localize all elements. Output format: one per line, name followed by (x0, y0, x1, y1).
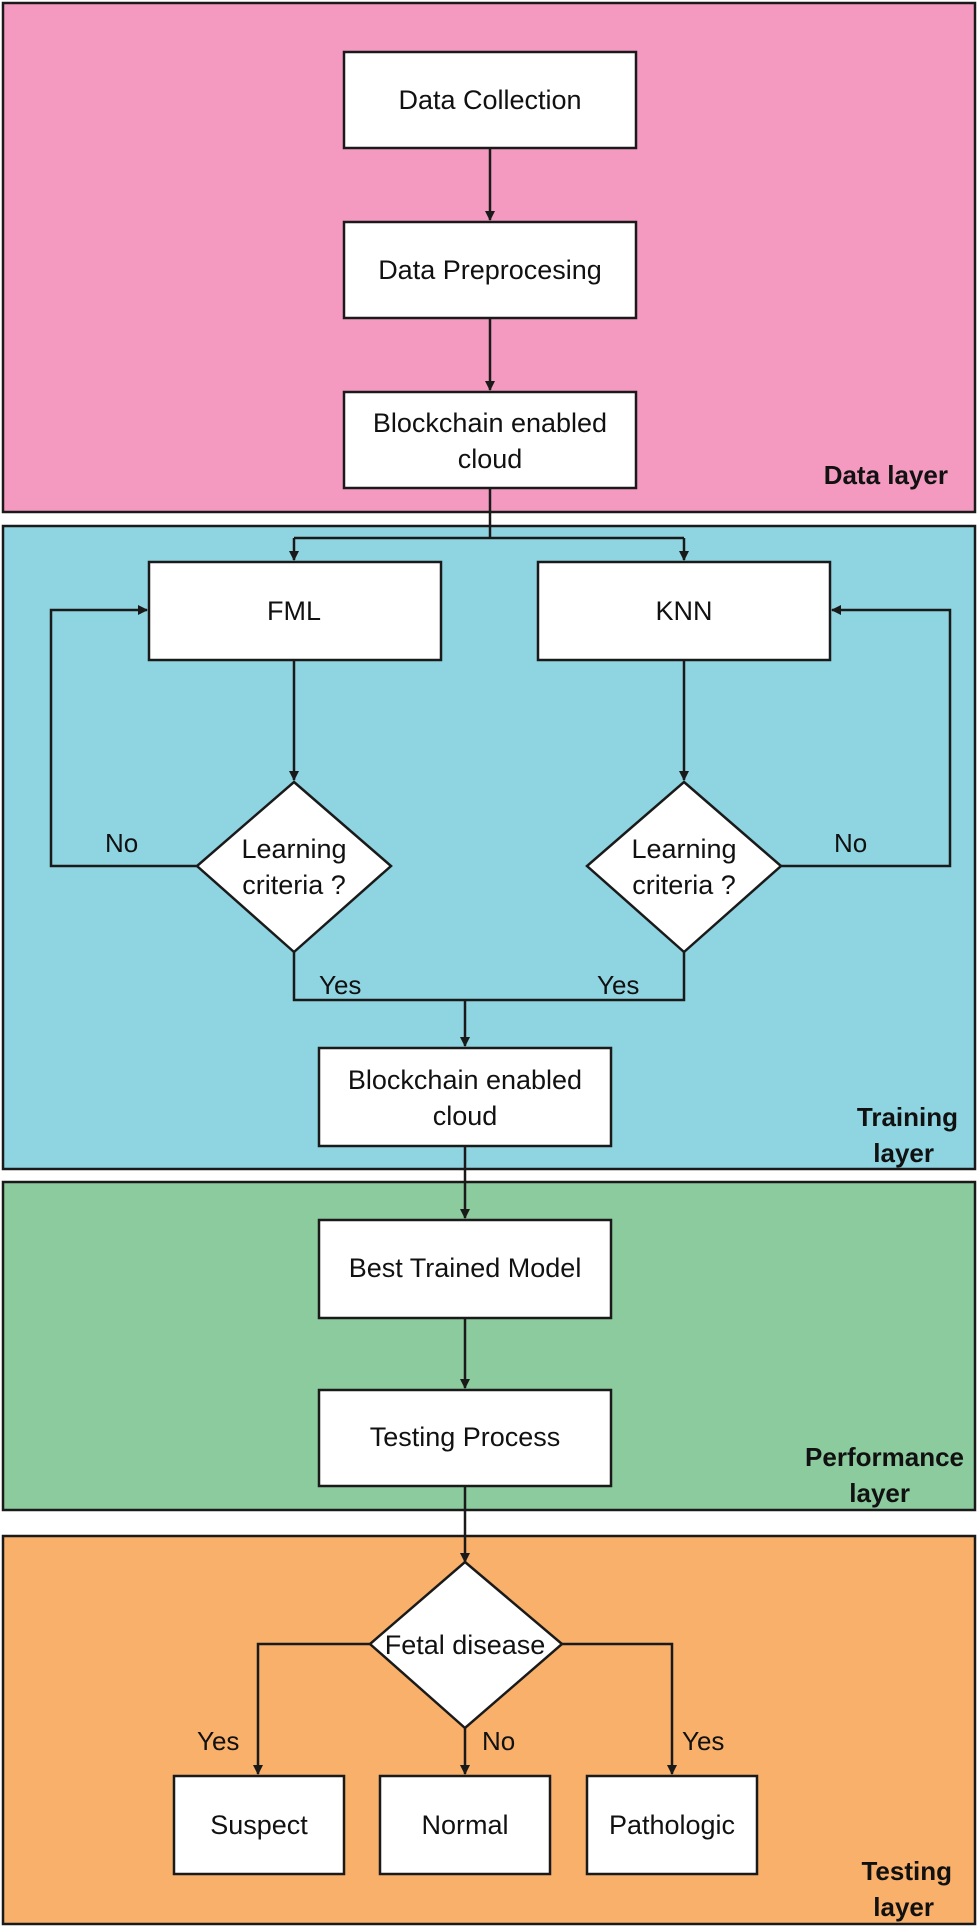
data-collection-label: Data Collection (398, 85, 581, 115)
best-trained-model-box (317, 1218, 613, 1320)
pathologic-label: Pathologic (609, 1810, 735, 1840)
fml-label: FML (267, 596, 321, 626)
testing-process-label: Testing Process (370, 1422, 561, 1452)
training-layer-label-line2: layer (873, 1138, 934, 1168)
best-trained-model-label: Best Trained Model (349, 1253, 582, 1283)
suspect-box (172, 1774, 346, 1876)
learning-criteria-right-line1: Learning (631, 834, 736, 864)
fetal-disease-label: Fetal disease (385, 1630, 546, 1660)
loop-right-no (781, 605, 952, 868)
line-left-yes (292, 952, 686, 1002)
learning-criteria-left-line2: criteria ? (242, 870, 346, 900)
data-layer-label: Data layer (824, 460, 948, 490)
right-yes-label: Yes (597, 970, 639, 1000)
left-yes-label: Yes (319, 970, 361, 1000)
arrow-fetal-to-pathologic (562, 1642, 677, 1775)
blockchain-cloud-2-line1: Blockchain enabled (348, 1065, 582, 1095)
blockchain-cloud-box-2 (317, 1046, 613, 1148)
suspect-yes-label: Yes (197, 1726, 239, 1756)
knn-box (536, 560, 832, 662)
fetal-disease-diamond (368, 1560, 564, 1730)
performance-layer-label-line2: layer (849, 1478, 910, 1508)
normal-label: Normal (421, 1810, 508, 1840)
blockchain-cloud-1-line2: cloud (458, 444, 523, 474)
loop-left-no (49, 605, 197, 868)
normal-no-label: No (482, 1726, 515, 1756)
data-preprocessing-label: Data Preprocesing (378, 255, 602, 285)
blockchain-cloud-box-1 (342, 390, 638, 490)
blockchain-cloud-1-line1: Blockchain enabled (373, 408, 607, 438)
learning-criteria-right-diamond (585, 780, 783, 954)
testing-layer-label-line2: layer (873, 1892, 934, 1922)
pathologic-box (585, 1774, 759, 1876)
learning-criteria-right-line2: criteria ? (632, 870, 736, 900)
normal-box (378, 1774, 552, 1876)
arrow-fetal-to-suspect (253, 1642, 370, 1775)
data-collection-box (342, 50, 638, 150)
pathologic-yes-label: Yes (682, 1726, 724, 1756)
performance-layer-label-line1: Performance (805, 1442, 964, 1472)
training-layer-label-line1: Training (857, 1102, 958, 1132)
testing-process-box (317, 1388, 613, 1488)
fml-box (147, 560, 443, 662)
learning-criteria-left-line1: Learning (241, 834, 346, 864)
testing-layer-label-line1: Testing (861, 1856, 952, 1886)
learning-criteria-left-diamond (195, 780, 393, 954)
data-preprocessing-box (342, 220, 638, 320)
knn-label: KNN (655, 596, 712, 626)
suspect-label: Suspect (210, 1810, 308, 1840)
right-no-label: No (834, 828, 867, 858)
blockchain-cloud-2-line2: cloud (433, 1101, 498, 1131)
left-no-label: No (105, 828, 138, 858)
